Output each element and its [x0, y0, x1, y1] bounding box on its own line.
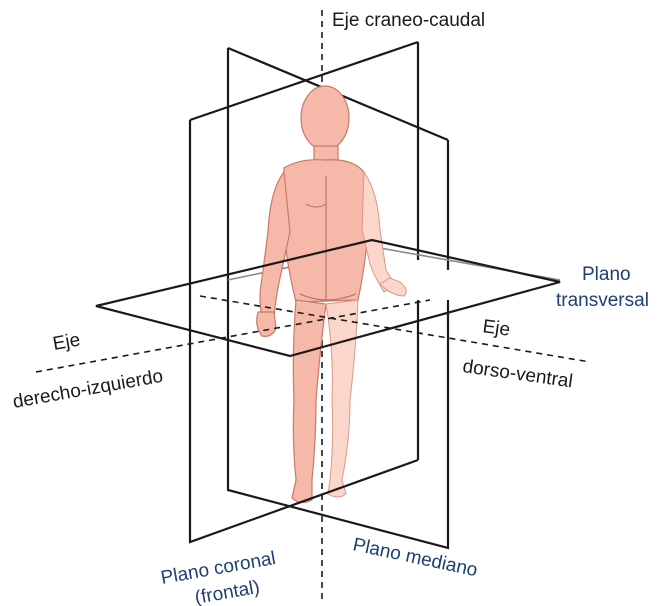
planes-back [190, 42, 560, 340]
head [301, 86, 349, 150]
axis-cranio-caudal-label: Eje craneo-caudal [332, 10, 485, 31]
left-arm [362, 172, 396, 292]
plane-median-label: Plano mediano [351, 534, 479, 581]
axis-dorso-ventral-label-line1: Eje [481, 316, 511, 341]
axis-left-right-label-line2: derecho-izquierdo [11, 366, 164, 413]
left-right-axis [36, 300, 430, 372]
axis-dorso-ventral-label-line2: dorso-ventral [461, 356, 574, 392]
right-leg [292, 300, 326, 503]
plane-transverse-label-line2: transversal [556, 290, 649, 311]
plane-transverse-label-line1: Plano [582, 264, 631, 285]
axis-left-right-label-line1: Eje [51, 329, 82, 354]
right-arm [260, 172, 290, 316]
human-figure [257, 86, 407, 503]
right-hand [257, 312, 276, 336]
plane-coronal-label-line1: Plano coronal [159, 548, 277, 589]
left-leg [326, 300, 358, 497]
